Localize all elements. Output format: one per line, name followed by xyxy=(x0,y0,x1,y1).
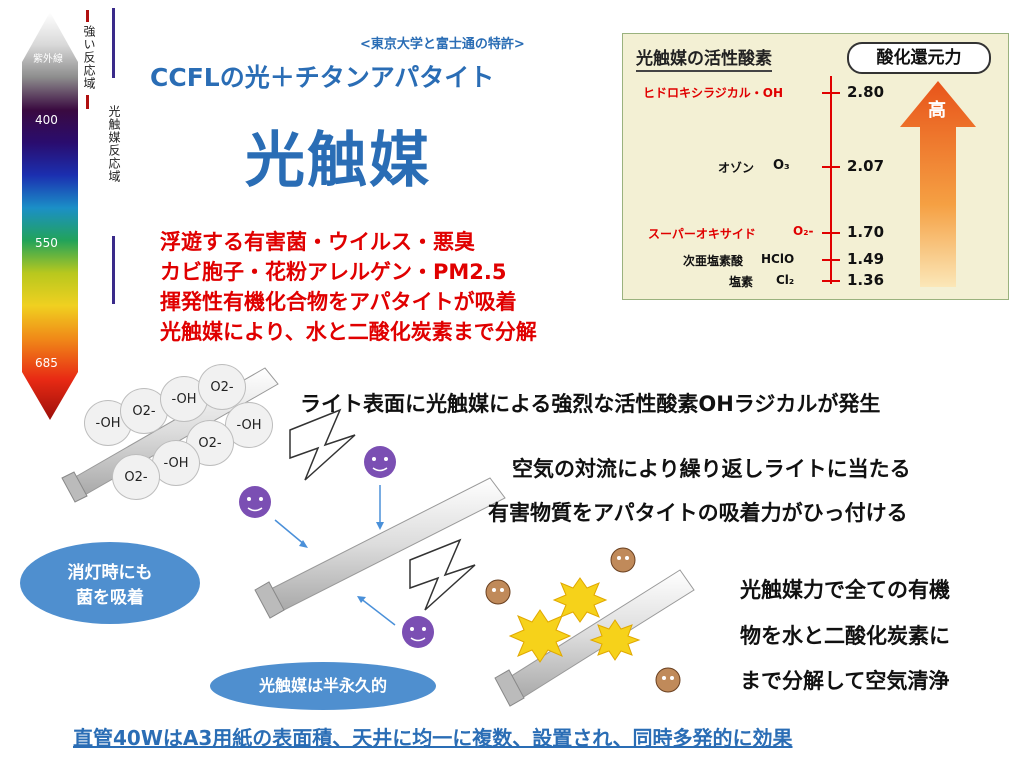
row-ozone-tick xyxy=(822,166,840,168)
oxidation-chart-title: 光触媒の活性酸素 xyxy=(636,44,772,72)
lamp-tube-3 xyxy=(494,569,695,707)
row-hydroxyl-name: ヒドロキシラジカル・OH xyxy=(643,86,784,100)
spectrum-bar xyxy=(20,12,80,422)
photocatalyst-range-line-bottom xyxy=(112,236,115,304)
footer-note: 直管40WはA3用紙の表面積、天井に均一に複数、設置され、同時多発的に効果 xyxy=(73,726,793,750)
message-decompose-3: まで分解して空気清浄 xyxy=(740,669,950,693)
lightning-icon-1 xyxy=(289,408,356,481)
spectrum-tick-550: 550 xyxy=(35,236,58,250)
page-title: 光触媒 xyxy=(245,126,431,196)
germ-icon-2 xyxy=(364,446,396,478)
target-line-3: 揮発性有機化合物をアパタイトが吸着 xyxy=(160,290,517,314)
message-adsorption: 有害物質をアパタイトの吸着力がひっ付ける xyxy=(488,501,908,525)
row-chlorine-value: 1.36 xyxy=(847,271,885,289)
burst-icon-3 xyxy=(589,619,641,661)
row-hypochlorous-value: 1.49 xyxy=(847,250,885,268)
redox-axis xyxy=(830,76,832,284)
strong-reaction-label: 強い反応域 xyxy=(82,25,96,90)
subtitle: CCFLの光＋チタンアパタイト xyxy=(150,63,495,92)
photocatalyst-reaction-label: 光触媒反応域 xyxy=(107,105,121,183)
burst-icon-1 xyxy=(508,609,572,663)
target-line-2: カビ胞子・花粉アレルゲン・PM2.5 xyxy=(160,260,507,284)
row-hypochlorous-formula: HClO xyxy=(761,252,795,266)
arrow-label: 高 xyxy=(928,100,946,121)
message-decompose-1: 光触媒力で全ての有機 xyxy=(740,578,950,602)
row-ozone-formula: O₃ xyxy=(773,158,790,173)
message-ohradical: ライト表面に光触媒による強烈な活性酸素OHラジカルが発生 xyxy=(300,392,881,416)
lights-off-callout-line-2: 菌を吸着 xyxy=(76,588,144,608)
message-convection: 空気の対流により繰り返しライトに当たる xyxy=(512,457,911,481)
flow-arrow-3 xyxy=(359,597,396,626)
row-ozone-name: オゾン xyxy=(718,161,755,175)
spectrum-tick-685: 685 xyxy=(35,356,58,370)
burst-icon-2 xyxy=(552,577,608,623)
germ-icon-1 xyxy=(239,486,271,518)
semi-permanent-callout: 光触媒は半永久的 xyxy=(210,662,436,710)
row-superoxide-value: 1.70 xyxy=(847,223,885,241)
oxidation-chart: 光触媒の活性酸素 酸化還元力 高 ヒドロキシラジカル・OH 2.80 オゾン O… xyxy=(622,33,1009,300)
row-chlorine-name: 塩素 xyxy=(729,275,754,289)
strong-reaction-marker-end xyxy=(86,95,89,109)
lights-off-callout-line-1: 消灯時にも xyxy=(67,563,153,583)
row-hypochlorous-name: 次亜塩素酸 xyxy=(683,254,744,268)
radical-bubble: -OH xyxy=(152,440,200,486)
strong-reaction-marker xyxy=(86,10,89,22)
photocatalyst-range-line-top xyxy=(112,8,115,78)
spectrum-top-label: 紫外線 xyxy=(33,54,63,65)
row-chlorine-formula: Cl₂ xyxy=(776,273,795,287)
radical-bubble: O2- xyxy=(186,420,234,466)
row-ozone-value: 2.07 xyxy=(847,157,885,175)
redox-badge: 酸化還元力 xyxy=(847,42,991,74)
row-superoxide-tick xyxy=(822,232,840,234)
row-hypochlorous-tick xyxy=(822,259,840,261)
row-hydroxyl-value: 2.80 xyxy=(847,83,885,101)
row-superoxide-formula: O₂- xyxy=(793,224,814,238)
lightning-icon-2 xyxy=(409,538,476,611)
row-chlorine-tick xyxy=(822,280,840,282)
radical-bubble: O2- xyxy=(112,454,160,500)
dying-germ-icon-2 xyxy=(610,547,636,573)
message-decompose-2: 物を水と二酸化炭素に xyxy=(740,624,950,648)
dying-germ-icon-1 xyxy=(485,579,511,605)
radical-bubble: O2- xyxy=(198,364,246,410)
lamp-tube-2 xyxy=(254,477,506,619)
lights-off-callout: 消灯時にも 菌を吸着 xyxy=(20,542,200,624)
germ-icon-3 xyxy=(402,616,434,648)
target-line-1: 浮遊する有害菌・ウイルス・悪臭 xyxy=(160,230,475,254)
row-superoxide-name: スーパーオキサイド xyxy=(648,227,756,241)
redox-arrow-icon xyxy=(900,81,976,287)
row-hydroxyl-tick xyxy=(822,92,840,94)
target-line-4: 光触媒により、水と二酸化炭素まで分解 xyxy=(160,320,537,344)
spectrum-tick-400: 400 xyxy=(35,113,58,127)
dying-germ-icon-3 xyxy=(655,667,681,693)
flow-arrow-1 xyxy=(274,519,306,546)
patent-note: <東京大学と富士通の特許> xyxy=(360,37,525,52)
